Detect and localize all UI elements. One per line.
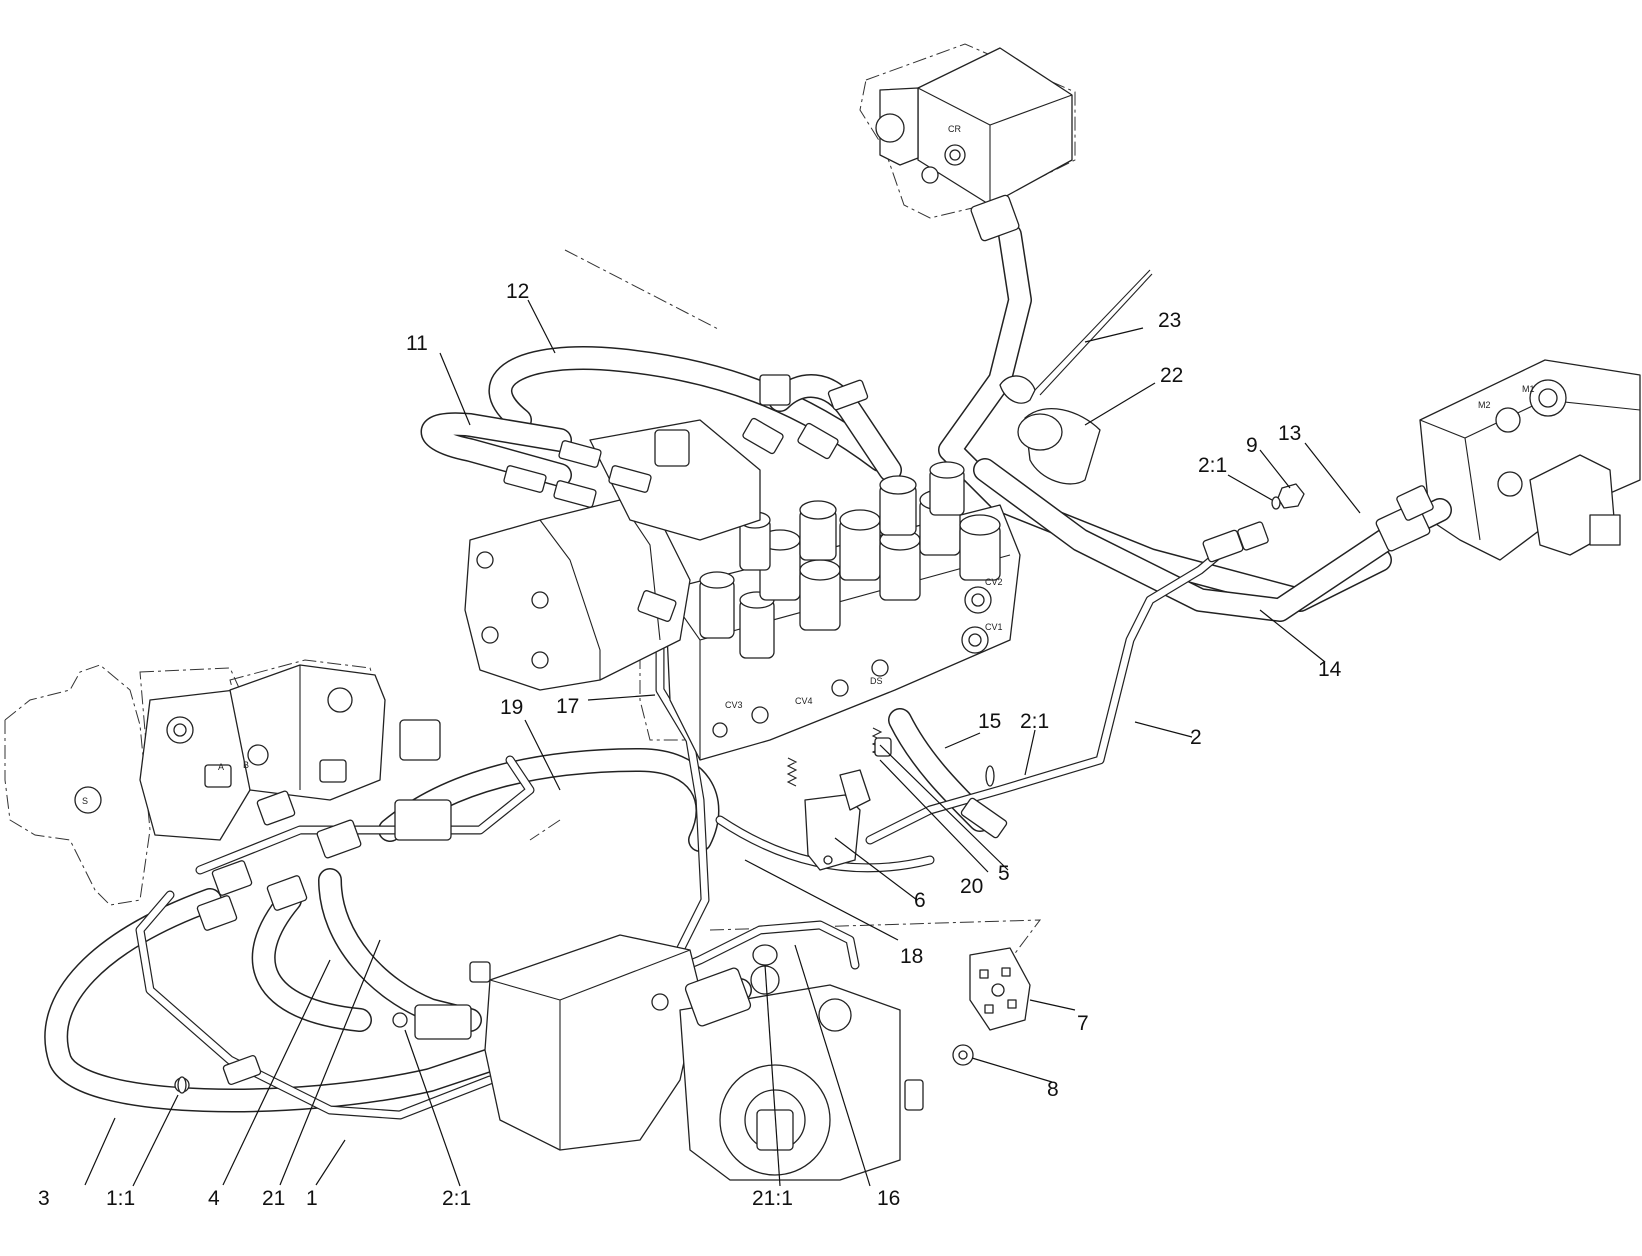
callout-21-1: 21:1 [752, 1187, 793, 1210]
callout-16: 16 [877, 1187, 900, 1210]
callout-19: 19 [500, 696, 523, 719]
callout-13: 13 [1278, 422, 1301, 445]
fittings-upper [503, 194, 1434, 622]
callout-22: 22 [1160, 364, 1183, 387]
callout-12: 12 [506, 280, 529, 303]
callout-8: 8 [1047, 1078, 1059, 1101]
cartridge-valves [699, 461, 1001, 659]
port-label-cv2: CV2 [985, 577, 1003, 587]
port-label-m1: M1 [1522, 384, 1535, 394]
hoses [44, 223, 1452, 1113]
callout-21: 21 [262, 1187, 285, 1210]
right-valve-block: M2 M1 [1419, 359, 1641, 561]
callout-2-1-lower: 2:1 [442, 1187, 471, 1210]
callout-3: 3 [38, 1187, 50, 1210]
port-label-b: B [243, 760, 249, 770]
port-label-cv4: CV4 [795, 696, 813, 706]
port-label-a: A [218, 762, 224, 772]
port-label-s: S [82, 796, 88, 806]
callout-2: 2 [1190, 726, 1202, 749]
callout-1: 1 [306, 1187, 318, 1210]
small-parts [177, 483, 1305, 1094]
callout-7: 7 [1077, 1012, 1089, 1035]
valve-manifold: CV2 CV1 CV3 CV4 DS [664, 461, 1021, 787]
callout-1-1: 1:1 [106, 1187, 135, 1210]
callout-9: 9 [1246, 434, 1258, 457]
port-label-cr: CR [948, 124, 961, 134]
port-label-ds: DS [870, 676, 883, 686]
callout-5: 5 [998, 862, 1010, 885]
callout-labels: 3 1:1 4 21 1 2:1 21:1 16 7 8 18 6 20 5 1… [38, 280, 1342, 1210]
port-label-cv1: CV1 [985, 622, 1003, 632]
callout-23: 23 [1158, 309, 1181, 332]
callout-20: 20 [960, 875, 983, 898]
callout-18: 18 [900, 945, 923, 968]
port-label-m2: M2 [1478, 400, 1491, 410]
callout-14: 14 [1318, 658, 1342, 681]
callout-2-1-upper: 2:1 [1198, 454, 1227, 477]
callout-2-1-mid: 2:1 [1020, 710, 1049, 733]
port-label-cv3: CV3 [725, 700, 743, 710]
top-valve-block: CR [875, 47, 1073, 206]
left-pump: A B S [74, 664, 441, 841]
callout-17: 17 [556, 695, 579, 718]
callout-4: 4 [208, 1187, 220, 1210]
fittings-left [174, 790, 491, 1093]
callout-11: 11 [406, 332, 428, 355]
callout-6: 6 [914, 889, 926, 912]
upper-pump [464, 419, 761, 691]
callout-15: 15 [978, 710, 1001, 733]
tie-strap-parts [999, 269, 1153, 485]
leader-lines [84, 299, 1361, 1187]
